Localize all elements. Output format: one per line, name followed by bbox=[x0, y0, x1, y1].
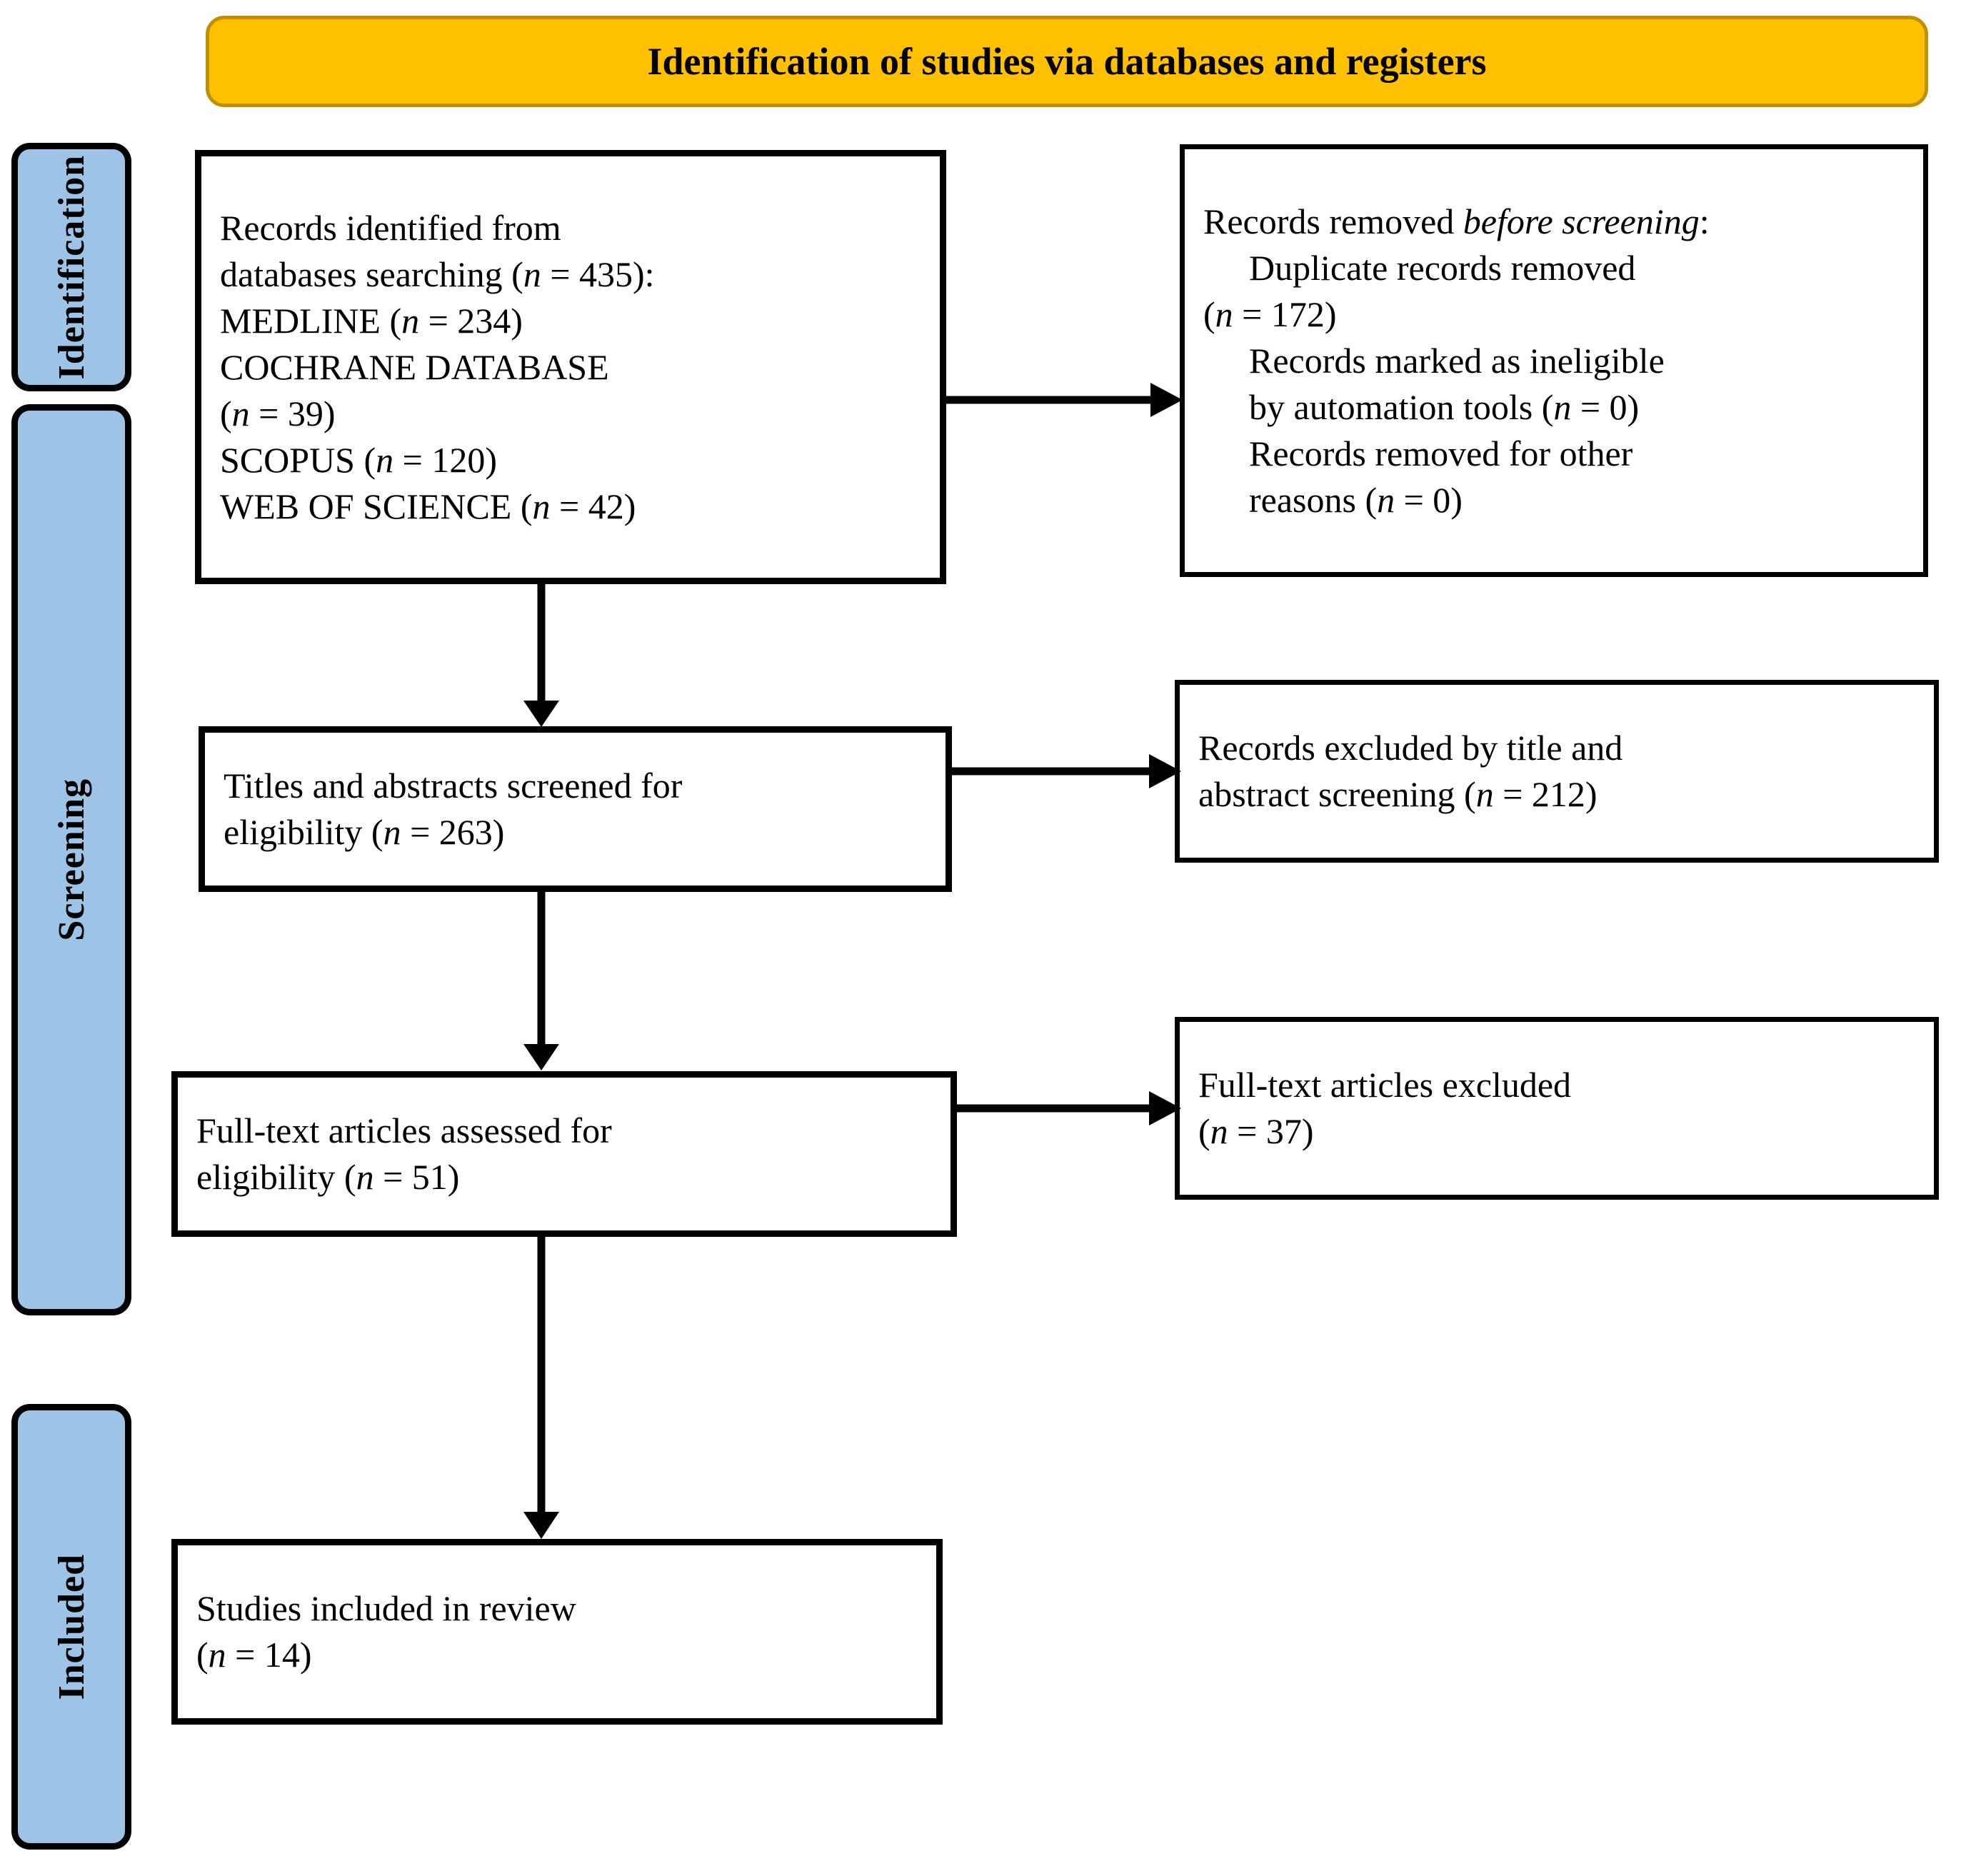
records-removed-line-automation: by automation tools (n = 0) bbox=[1249, 386, 1640, 427]
records-removed-line-1: Records removed before screening: bbox=[1203, 201, 1710, 241]
box-titles-abstracts-screened: Titles and abstracts screened for eligib… bbox=[199, 726, 952, 892]
excluded-ta-line-2: abstract screening (n = 212) bbox=[1198, 774, 1598, 814]
records-removed-line-duplicates: Duplicate records removed bbox=[1249, 247, 1636, 288]
arrow-screened-to-excluded bbox=[952, 750, 1184, 793]
phase-label-included: Included bbox=[51, 1553, 92, 1700]
box-fulltext-excluded: Full-text articles excluded (n = 37) bbox=[1175, 1017, 1939, 1200]
included-line-2: (n = 14) bbox=[196, 1635, 312, 1675]
fulltext-excluded-line-1: Full-text articles excluded bbox=[1198, 1065, 1572, 1105]
banner-title: Identification of studies via databases … bbox=[647, 40, 1487, 83]
records-removed-line-ineligible: Records marked as ineligible bbox=[1249, 340, 1665, 381]
records-removed-line-other: Records removed for other bbox=[1249, 433, 1633, 473]
box-records-identified: Records identified from databases search… bbox=[195, 150, 946, 584]
arrow-identified-to-screened bbox=[514, 584, 568, 728]
records-identified-line-medline: MEDLINE (n = 234) bbox=[220, 300, 523, 341]
arrow-screened-to-fulltext bbox=[514, 892, 568, 1072]
records-identified-line-cochrane: COCHRANE DATABASE bbox=[220, 346, 609, 387]
excluded-ta-line-1: Records excluded by title and bbox=[1198, 728, 1623, 768]
records-identified-line-scopus: SCOPUS (n = 120) bbox=[220, 439, 497, 480]
records-identified-line-1: Records identified from bbox=[220, 207, 561, 248]
fulltext-assessed-line-2: eligibility (n = 51) bbox=[196, 1157, 460, 1197]
banner-identification-header: Identification of studies via databases … bbox=[206, 16, 1928, 107]
records-identified-line-2: databases searching (n = 435): bbox=[220, 254, 655, 294]
records-removed-line-duplicates-n: (n = 172) bbox=[1203, 294, 1337, 334]
arrow-fulltext-to-included bbox=[514, 1237, 568, 1540]
box-studies-included: Studies included in review (n = 14) bbox=[171, 1539, 943, 1725]
box-records-excluded-title-abstract: Records excluded by title and abstract s… bbox=[1175, 680, 1939, 863]
records-identified-line-wos: WEB OF SCIENCE (n = 42) bbox=[220, 486, 636, 526]
screened-line-1: Titles and abstracts screened for bbox=[224, 766, 683, 806]
screened-line-2: eligibility (n = 263) bbox=[224, 812, 505, 852]
box-fulltext-assessed: Full-text articles assessed for eligibil… bbox=[171, 1071, 957, 1237]
arrow-identified-to-removed bbox=[946, 378, 1185, 421]
phase-label-identification: Identification bbox=[51, 154, 92, 380]
box-records-removed-before-screening: Records removed before screening: Duplic… bbox=[1180, 144, 1928, 577]
phase-tab-included: Included bbox=[11, 1404, 131, 1850]
fulltext-excluded-line-2: (n = 37) bbox=[1198, 1111, 1314, 1151]
arrow-fulltext-to-fulltext-excluded bbox=[957, 1087, 1184, 1130]
fulltext-assessed-line-1: Full-text articles assessed for bbox=[196, 1110, 612, 1150]
phase-tab-screening: Screening bbox=[11, 404, 131, 1315]
records-removed-line-other-n: reasons (n = 0) bbox=[1249, 479, 1463, 520]
phase-tab-identification: Identification bbox=[11, 143, 131, 391]
phase-label-screening: Screening bbox=[51, 778, 92, 941]
records-identified-line-cochrane-n: (n = 39) bbox=[220, 393, 336, 433]
included-line-1: Studies included in review bbox=[196, 1588, 576, 1628]
